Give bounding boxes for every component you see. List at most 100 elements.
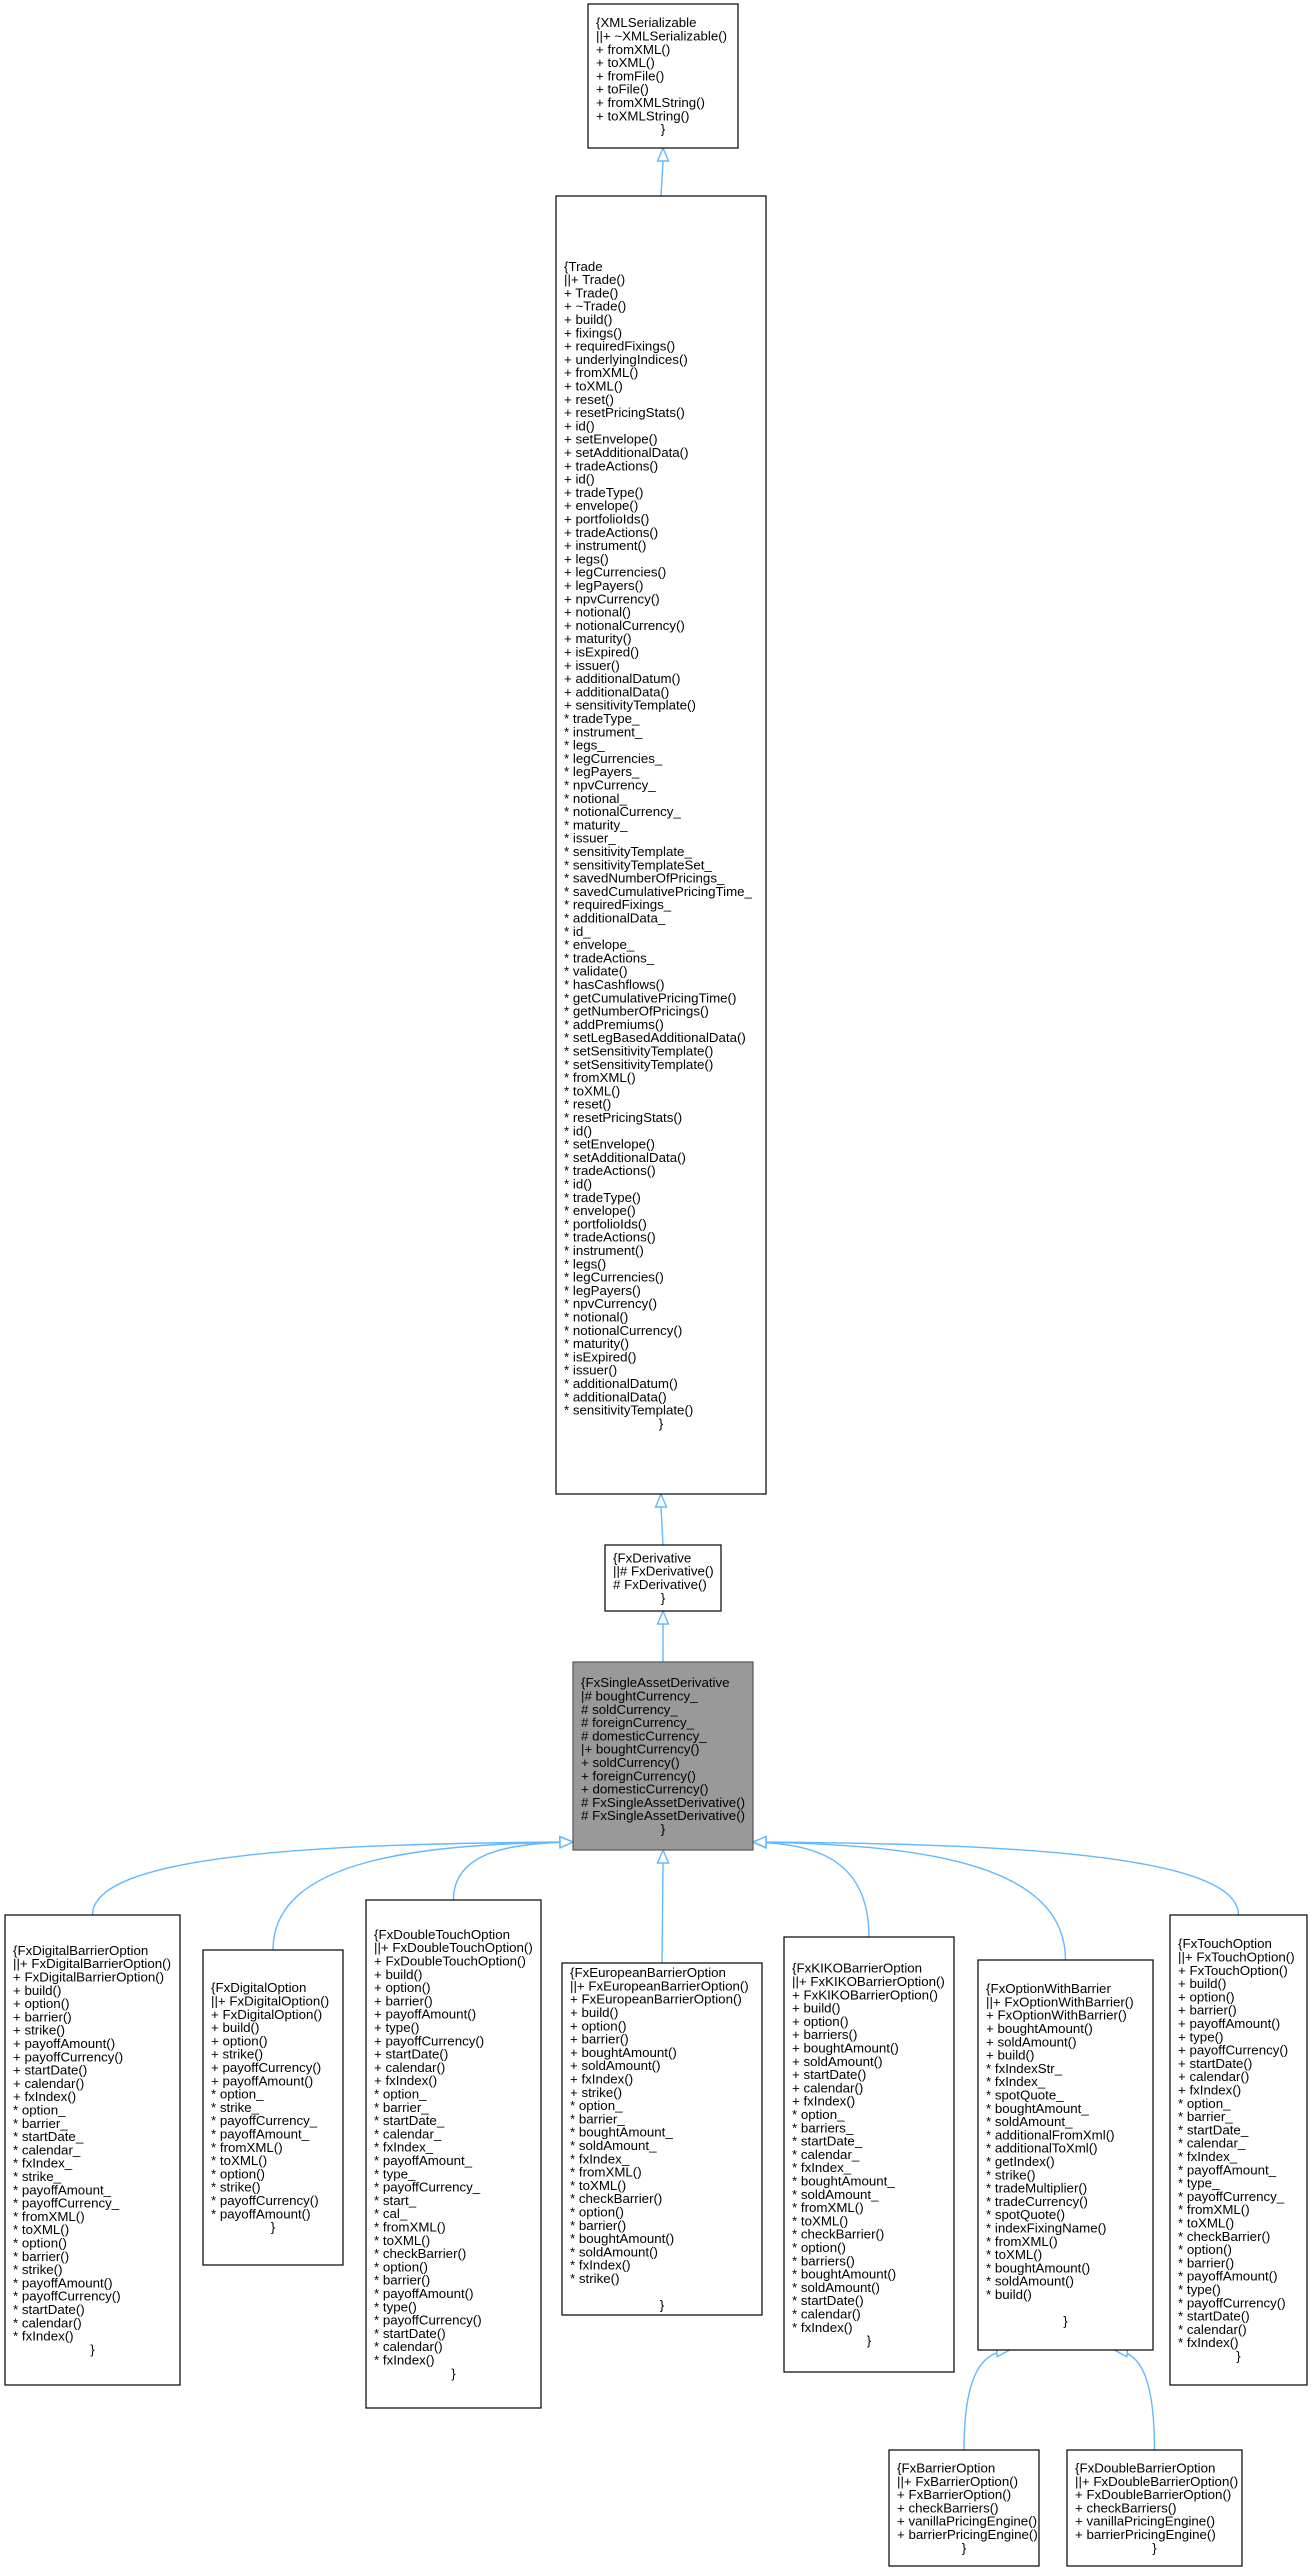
class-member-line: * fromXML() [792,2200,864,2215]
class-member-line: * legPayers_ [564,764,640,779]
class-member-line: {FxKIKOBarrierOption [792,1961,922,1976]
class-member-line: * fromXML() [564,1070,636,1085]
class-member-line: * setAdditionalData() [564,1150,686,1165]
class-member-line: + option() [13,1996,70,2011]
class-member-line: + option() [1178,1989,1235,2004]
class-member-line: + id() [564,418,595,433]
class-member-line: * barrier() [13,2249,69,2264]
class-member-line: * fxIndex_ [570,2151,630,2166]
class-member-line: * type_ [374,2166,416,2181]
inheritance-arrowhead [654,1492,668,1508]
class-member-line: + payoffCurrency() [13,2049,123,2064]
class-member-line: * tradeActions() [564,1230,656,1245]
class-member-line: * startDate_ [1178,2122,1249,2137]
inheritance-arrowhead [656,1848,670,1864]
class-member-line: * setLegBasedAdditionalData() [564,1030,746,1045]
class-member-line: + sensitivityTemplate() [564,698,696,713]
class-member-line: + FxEuropeanBarrierOption() [570,1992,742,2007]
inheritance-edge-fxderivative-to-trade [654,1492,668,1546]
class-member-line: * payoffCurrency_ [211,2113,318,2128]
class-node-xmlserializable: {XMLSerializable||+ ~XMLSerializable()+ … [587,3,739,149]
class-member-line: * tradeActions_ [564,950,655,965]
class-member-line: * calendar_ [792,2147,860,2162]
class-member-line: * toXML() [13,2222,69,2237]
class-member-line: ||+ FxDigitalOption() [211,1993,329,2008]
class-member-line: } [451,2366,456,2381]
class-node-fxkikobarrier: {FxKIKOBarrierOption||+ FxKIKOBarrierOpt… [783,1936,955,2373]
class-member-line: * additionalDatum() [564,1376,678,1391]
class-member-line: + barriers() [792,2027,857,2042]
class-member-line: |+ boughtCurrency() [581,1742,699,1757]
class-node-box [365,1899,542,2409]
class-member-line: + barrier() [1178,2003,1237,2018]
class-node-fxdoubletouch: {FxDoubleTouchOption||+ FxDoubleTouchOpt… [365,1899,542,2409]
class-member-line: # soldCurrency_ [581,1702,678,1717]
class-member-line: * instrument() [564,1243,644,1258]
class-node-box [783,1936,955,2373]
inheritance-edge-line [661,1862,664,1964]
class-member-line: * barrier_ [1178,2109,1233,2124]
class-member-line: * fromXML() [1178,2202,1250,2217]
class-node-box [1066,2449,1243,2567]
class-member-line: * legCurrencies() [564,1270,664,1285]
class-member-line: * option_ [13,2102,66,2117]
class-member-line: * fxIndex() [792,2320,853,2335]
inheritance-edges [91,146,1240,2451]
class-member-line: + ~Trade() [564,299,626,314]
inheritance-edge-fxkikobarrier-to-fxsingleasset [751,1835,870,1938]
class-member-line: * savedCumulativePricingTime_ [564,884,753,899]
class-member-line: * tradeType_ [564,711,640,726]
class-node-fxdoublebarrier: {FxDoubleBarrierOption||+ FxDoubleBarrie… [1066,2449,1243,2567]
class-member-line: + fxIndex() [374,2073,437,2088]
class-node-fxoptionwithbarrier: {FxOptionWithBarrier||+ FxOptionWithBarr… [977,1959,1154,2351]
class-member-line: # domesticCurrency_ [581,1728,707,1743]
class-node-box [977,1959,1154,2351]
class-member-line: * boughtAmount() [986,2260,1090,2275]
class-member-line: * option_ [1178,2096,1231,2111]
class-member-line: * option() [570,2205,624,2220]
class-member-line: * payoffAmount() [211,2206,311,2221]
class-member-line: * strike_ [211,2100,260,2115]
class-member-line: * maturity() [564,1336,629,1351]
class-node-fxeuropeanbarrier: {FxEuropeanBarrierOption||+ FxEuropeanBa… [561,1962,763,2316]
class-member-line: * startDate() [374,2326,446,2341]
class-member-line: * payoffAmount_ [13,2182,112,2197]
inheritance-edge-trade-to-xmlserializable [656,146,670,197]
class-member-line: ||# FxDerivative() [613,1564,714,1579]
inheritance-edge-fxdoubletouch-to-fxsingleasset [452,1835,575,1901]
class-member-line: * cal_ [374,2206,408,2221]
class-member-line: + payoffCurrency() [211,2060,321,2075]
class-member-line: * resetPricingStats() [564,1110,682,1125]
class-member-line: * payoffAmount() [1178,2269,1278,2284]
class-node-box [561,1962,763,2316]
class-member-line: + fxIndex() [570,2072,633,2087]
class-member-line: * legCurrencies_ [564,751,663,766]
class-member-line: * fromXML() [211,2140,283,2155]
class-member-line: + additionalDatum() [564,671,680,686]
class-member-line: + build() [211,2020,259,2035]
class-member-line: + build() [570,2005,618,2020]
class-member-line: ||+ FxKIKOBarrierOption() [792,1974,945,1989]
class-member-line: * id_ [564,924,591,939]
class-member-line: * payoffCurrency() [211,2193,319,2208]
inheritance-edge-line [660,160,664,197]
class-member-line: # FxSingleAssetDerivative() [581,1808,745,1823]
class-member-line: + toXML() [564,379,623,394]
class-member-line: * checkBarrier() [374,2246,466,2261]
class-member-line: * toXML() [986,2247,1042,2262]
class-member-line: * barrier() [570,2218,626,2233]
class-member-line: * fxIndex_ [1178,2149,1238,2164]
class-member-line: + toXMLString() [596,108,689,123]
class-member-line: * fxIndex() [570,2258,631,2273]
class-member-line: * soldAmount_ [986,2114,1073,2129]
class-member-line: * fxIndex_ [792,2160,852,2175]
class-member-line: {FxEuropeanBarrierOption [570,1965,726,1980]
class-member-line: * checkBarrier() [1178,2229,1270,2244]
class-member-line: * calendar() [792,2306,861,2321]
class-member-line: ||+ ~XMLSerializable() [596,28,727,43]
class-member-line: + fxIndex() [792,2094,855,2109]
class-member-line: * payoffCurrency() [374,2313,482,2328]
class-member-line: * npvCurrency() [564,1296,657,1311]
class-member-line: + boughtAmount() [570,2045,677,2060]
class-member-line: * barriers_ [792,2120,854,2135]
